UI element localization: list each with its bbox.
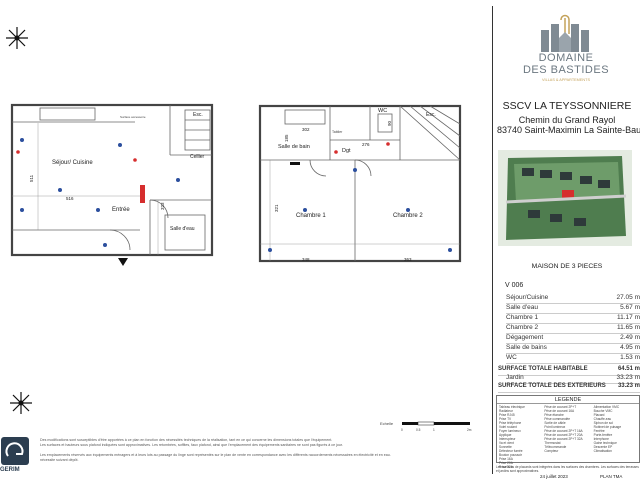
scale-tick-1: 0.5 xyxy=(416,428,421,432)
footer-note-4: nécessite suivant dépôt. xyxy=(40,458,79,462)
room-label-entree: Entrée xyxy=(112,207,130,213)
plan-type: PLAN TMA xyxy=(600,474,623,479)
legend-title: LEGENDE xyxy=(497,396,639,404)
entrance-arrow-icon xyxy=(118,258,128,266)
project-address-line2: 83740 Saint-Maximin La Sainte-Bau xyxy=(497,125,640,135)
compass-icon-2 xyxy=(10,392,32,414)
room-label-wc: WC xyxy=(378,108,387,114)
dim-363: 363 xyxy=(404,257,412,262)
compass-icon xyxy=(6,27,28,49)
room-label-ch2: Chambre 2 xyxy=(393,213,423,219)
dim-321: 321 xyxy=(274,204,279,212)
stair-label-upper: Esc. xyxy=(426,112,436,118)
footer-note-2: Les surfaces et hauteurs sous plafond in… xyxy=(40,443,343,447)
ground-floor-plan: Séjour/ Cuisine Entrée Salle d'eau 511 5… xyxy=(10,103,214,266)
scale-tick-0: 0 xyxy=(401,428,403,432)
dim-90: 90 xyxy=(387,120,392,126)
brand-name-2: DES BASTIDES xyxy=(522,64,610,76)
dim-348: 348 xyxy=(302,257,310,262)
cellier-label: Cellier xyxy=(190,154,205,160)
dim-516: 516 xyxy=(66,196,74,201)
scale-tick-2: 1 xyxy=(433,428,435,432)
lot-number: V 006 xyxy=(505,282,524,289)
title-block-divider xyxy=(492,6,493,474)
room-label-salle: Salle d'eau xyxy=(170,226,195,232)
brand-tagline: VILLAS & APPARTEMENTS xyxy=(542,78,590,82)
gerim-logo-icon xyxy=(1,437,29,465)
project-title: SSCV LA TEYSSONNIERE xyxy=(502,100,632,112)
site-map xyxy=(498,150,632,246)
gerim-watermark: GERIM xyxy=(0,467,20,473)
footer-note-3: Les emplacements réservés aux équipement… xyxy=(40,453,391,457)
brand-name: DOMAINE xyxy=(538,52,594,64)
tablier-label: Tablier xyxy=(332,130,343,134)
room-label-dgt: Dgt xyxy=(342,148,351,154)
dim-511: 511 xyxy=(29,174,34,182)
unit-type: MAISON DE 3 PIECES xyxy=(531,263,603,270)
dim-185: 185 xyxy=(284,134,289,142)
brand-logo-icon xyxy=(541,14,589,52)
dim-276: 276 xyxy=(362,142,370,147)
scale-label: Echelle xyxy=(380,421,394,426)
scale-bar xyxy=(402,421,470,426)
room-label-sejour: Séjour/ Cuisine xyxy=(52,160,93,166)
accessory-note: Surface accessoire xyxy=(120,115,146,119)
dim-323: 323 xyxy=(160,202,165,210)
dim-302: 302 xyxy=(302,127,310,132)
upper-floor-plan: Salle de bain WC Dgt Chambre 1 Chambre 2… xyxy=(258,104,462,263)
stair-label: Esc. xyxy=(193,112,203,118)
room-label-ch1: Chambre 1 xyxy=(296,213,326,219)
plan-date: 24 juillet 2023 xyxy=(540,474,568,479)
footer-note-1: Des modifications sont susceptibles d'êt… xyxy=(40,438,333,442)
room-label-bain: Salle de bain xyxy=(278,144,310,150)
scale-tick-3: 2m xyxy=(467,428,472,432)
right-footer-note: Les surfaces de placards sont intégrées … xyxy=(496,465,639,473)
project-address-line1: Chemin du Grand Rayol xyxy=(518,115,616,125)
